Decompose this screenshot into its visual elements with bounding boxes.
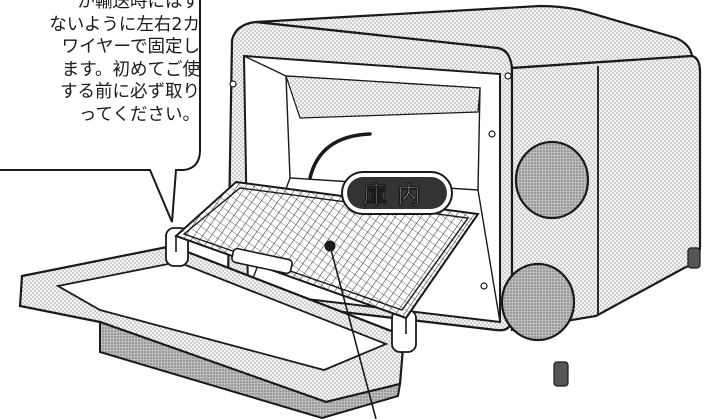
callout-text: が輸送時にはず ないように左右2カ ワイヤーで固定し ます。初めてご使 する前に… (0, 0, 200, 170)
oven-body-top (255, 4, 694, 70)
bottom-knob (500, 262, 576, 342)
leader-line (329, 245, 377, 419)
callout-line: ないように左右2カ (49, 14, 200, 35)
top-knob (514, 140, 590, 220)
interior-label-text: 庫内 (363, 181, 431, 209)
callout-line: ます。初めてご使 (61, 59, 200, 80)
callout-line: ってください。 (78, 104, 200, 125)
interior-label: 庫内 (341, 171, 453, 215)
heater-wire (308, 132, 372, 180)
callout-line: する前に必ず取り (60, 82, 200, 103)
callout-line: ワイヤーで固定し (61, 37, 200, 58)
callout-bubble (0, 0, 201, 223)
oven-body-side (510, 54, 702, 332)
callout-line: が輸送時にはず (77, 0, 201, 12)
